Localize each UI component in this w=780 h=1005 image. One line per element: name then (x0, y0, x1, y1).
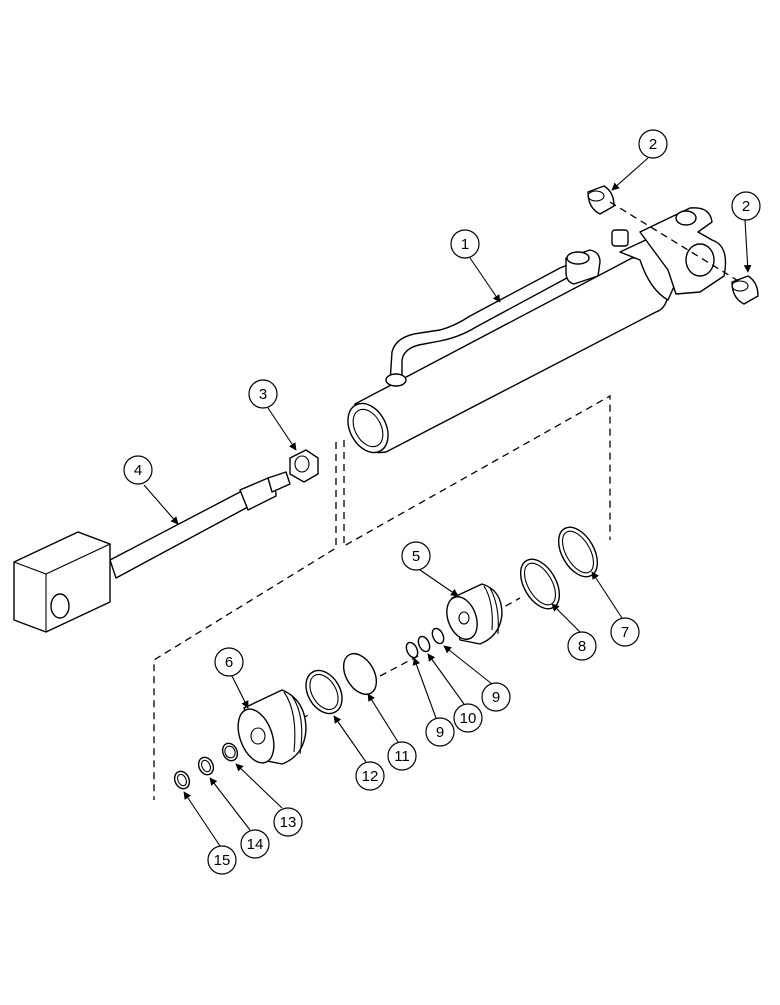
callout-5: 5 (401, 541, 431, 571)
callout-3: 3 (248, 379, 278, 409)
small-rings (405, 627, 445, 659)
callout-2b: 2 (731, 191, 761, 221)
callout-3-label: 3 (259, 386, 267, 403)
callout-14: 14 (240, 829, 270, 859)
callout-11-label: 11 (394, 748, 410, 765)
callout-9a-label: 9 (436, 724, 444, 741)
callout-8: 8 (567, 631, 597, 661)
cylinder-barrel (347, 207, 727, 454)
callout-10-label: 10 (460, 710, 477, 727)
wear-ring (519, 558, 561, 610)
callout-9b-label: 9 (492, 689, 500, 706)
callout-4: 4 (123, 455, 153, 485)
gland (237, 689, 307, 765)
leader-lines (143, 157, 752, 847)
callout-2a: 2 (638, 129, 668, 159)
rod-nut (289, 449, 319, 483)
callout-6-label: 6 (225, 654, 233, 671)
callout-15-label: 15 (214, 852, 231, 869)
callout-2a-label: 2 (649, 136, 657, 153)
callout-4-label: 4 (134, 462, 142, 479)
callout-13: 13 (273, 807, 303, 837)
bushing-lower (731, 275, 759, 305)
callout-9b: 9 (481, 682, 511, 712)
callout-7-label: 7 (621, 624, 629, 641)
callout-5-label: 5 (412, 548, 420, 565)
backup-ring (342, 653, 378, 695)
callout-2b-label: 2 (742, 198, 750, 215)
callout-9a: 9 (425, 717, 455, 747)
callout-15: 15 (207, 845, 237, 875)
piston-seal (557, 526, 599, 578)
callout-6: 6 (214, 647, 244, 677)
callout-10: 10 (453, 703, 483, 733)
piston-rod (13, 471, 291, 633)
o-ring (305, 669, 343, 715)
callout-14-label: 14 (247, 836, 264, 853)
gland-seals (173, 742, 239, 790)
bushing-upper (587, 185, 615, 215)
callout-7: 7 (610, 617, 640, 647)
callout-1-label: 1 (461, 236, 469, 253)
callout-1: 1 (450, 229, 480, 259)
callout-12-label: 12 (362, 768, 379, 785)
callout-12: 12 (355, 761, 385, 791)
piston (446, 583, 503, 645)
callout-13-label: 13 (280, 814, 297, 831)
callout-11: 11 (387, 741, 417, 771)
callout-8-label: 8 (578, 638, 586, 655)
